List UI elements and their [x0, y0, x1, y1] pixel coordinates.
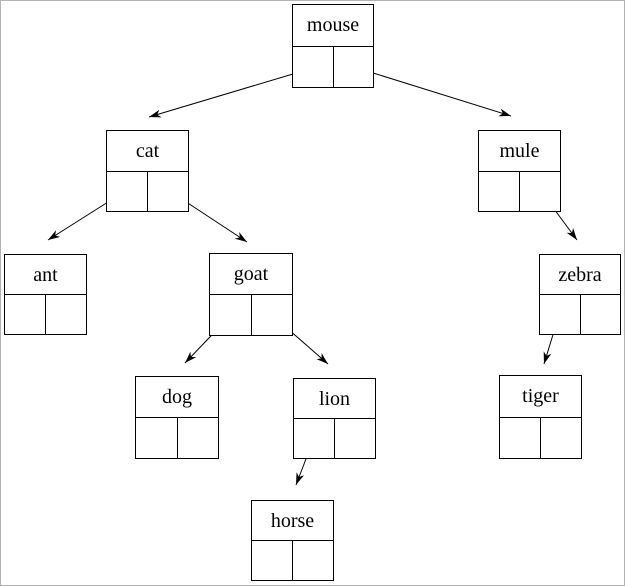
left-pointer-cell: [293, 46, 334, 87]
right-pointer-cell: [520, 172, 560, 212]
right-pointer-cell: [293, 541, 333, 580]
right-pointer-cell: [148, 172, 188, 212]
right-pointer-cell: [178, 418, 219, 458]
node-pointer-cells: [479, 171, 560, 212]
node-label-cat: cat: [107, 131, 188, 172]
node-label-zebra: zebra: [540, 255, 620, 295]
left-pointer-cell: [136, 418, 178, 458]
node-label-mule: mule: [479, 131, 560, 172]
right-pointer-cell: [252, 295, 293, 335]
left-pointer-cell: [479, 171, 520, 211]
tree-node-ant: ant: [4, 254, 87, 335]
tree-node-tiger: tiger: [499, 375, 582, 459]
node-pointer-cells: [252, 541, 333, 580]
node-pointer-cells: [540, 295, 620, 334]
node-label-horse: horse: [252, 501, 333, 541]
node-pointer-cells: [5, 295, 86, 334]
tree-node-dog: dog: [135, 376, 219, 459]
tree-node-horse: horse: [251, 500, 334, 581]
node-label-ant: ant: [5, 255, 86, 295]
tree-node-lion: lion: [293, 378, 376, 459]
node-pointer-cells: [136, 418, 218, 458]
tree-node-mouse: mouse: [292, 4, 374, 88]
node-label-dog: dog: [136, 377, 218, 418]
node-label-mouse: mouse: [293, 5, 373, 47]
node-label-lion: lion: [294, 379, 375, 419]
right-pointer-cell: [46, 295, 86, 334]
node-label-tiger: tiger: [500, 376, 581, 418]
tree-node-zebra: zebra: [539, 254, 621, 335]
node-pointer-cells: [210, 295, 292, 335]
tree-node-cat: cat: [106, 130, 189, 212]
tree-node-mule: mule: [478, 130, 561, 212]
left-pointer-cell: [294, 419, 335, 458]
node-pointer-cells: [293, 46, 374, 88]
right-pointer-cell: [581, 295, 621, 334]
node-pointer-cells: [500, 417, 581, 459]
node-label-goat: goat: [210, 254, 292, 295]
node-pointer-cells: [294, 419, 375, 458]
left-pointer-cell: [252, 541, 293, 580]
node-pointer-cells: [107, 171, 188, 212]
tree-node-goat: goat: [209, 253, 293, 336]
left-pointer-cell: [540, 295, 581, 334]
left-pointer-cell: [107, 171, 148, 211]
right-pointer-cell: [335, 419, 375, 458]
right-pointer-cell: [541, 418, 581, 459]
right-pointer-cell: [334, 47, 374, 88]
left-pointer-cell: [500, 417, 541, 458]
left-pointer-cell: [5, 295, 46, 334]
left-pointer-cell: [210, 295, 252, 335]
